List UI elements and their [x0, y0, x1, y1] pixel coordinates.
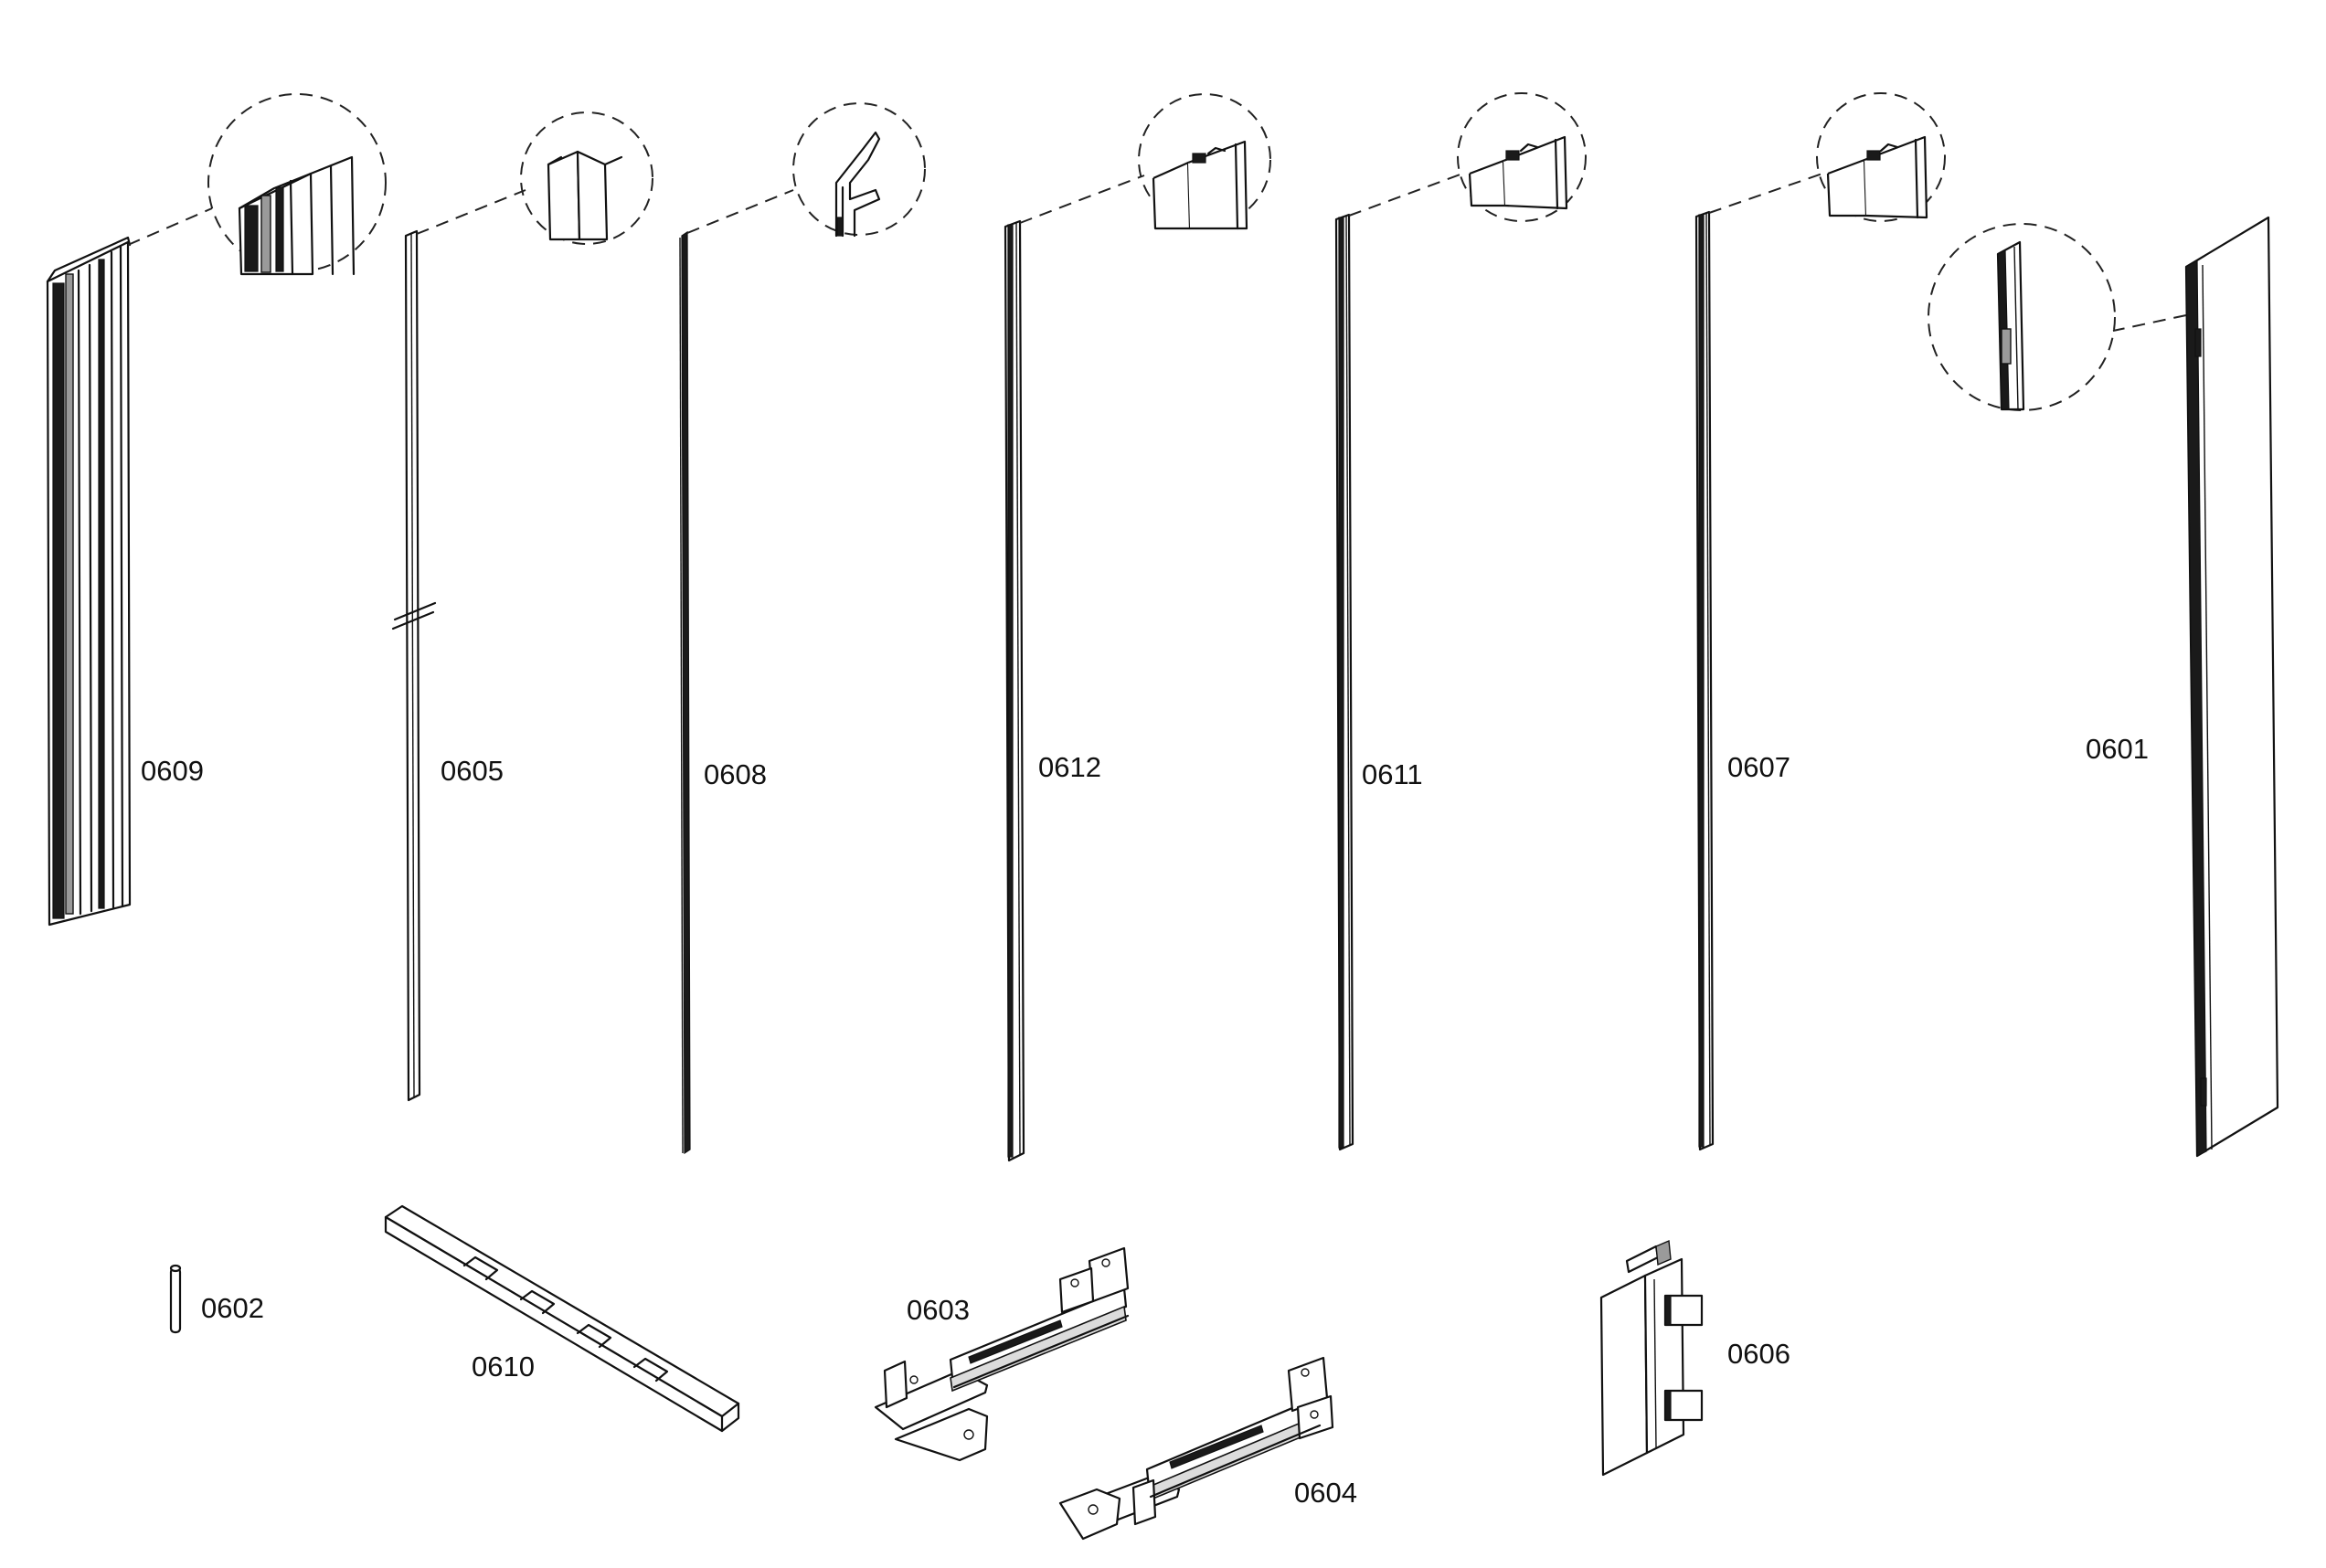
label-0604: 0604 [1294, 1477, 1357, 1509]
part-0606-hinge[interactable] [1599, 1239, 1704, 1477]
label-0612: 0612 [1038, 751, 1101, 783]
detail-callout-0609 [127, 93, 387, 276]
label-0602: 0602 [201, 1292, 264, 1324]
part-0612-profile[interactable] [1004, 219, 1025, 1162]
label-0607: 0607 [1727, 751, 1790, 783]
part-0611-profile[interactable] [1334, 213, 1354, 1151]
part-0604-bracket[interactable] [1058, 1356, 1334, 1541]
label-0609: 0609 [141, 755, 204, 787]
part-0609-profile[interactable] [46, 236, 132, 927]
detail-callout-0608 [686, 102, 926, 238]
part-0602-pin[interactable] [169, 1264, 182, 1334]
label-0603: 0603 [907, 1294, 970, 1326]
detail-callout-0601 [1928, 223, 2187, 411]
detail-callout-0605 [416, 111, 653, 245]
part-0605-strip[interactable] [391, 229, 437, 1102]
part-0607-profile[interactable] [1694, 210, 1715, 1151]
part-0610-rail[interactable] [384, 1204, 740, 1433]
label-0610: 0610 [472, 1351, 535, 1383]
label-0608: 0608 [704, 758, 767, 790]
part-0608-strip[interactable] [679, 230, 691, 1155]
detail-callout-0611 [1348, 92, 1587, 222]
part-0601-panel[interactable] [2184, 216, 2279, 1158]
detail-callout-0612 [1019, 93, 1271, 230]
label-0611: 0611 [1362, 758, 1423, 790]
part-0603-bracket[interactable] [874, 1246, 1130, 1462]
label-0606: 0606 [1727, 1338, 1790, 1370]
label-0601: 0601 [2086, 733, 2149, 765]
detail-callout-0607 [1708, 92, 1946, 222]
label-0605: 0605 [441, 755, 504, 787]
